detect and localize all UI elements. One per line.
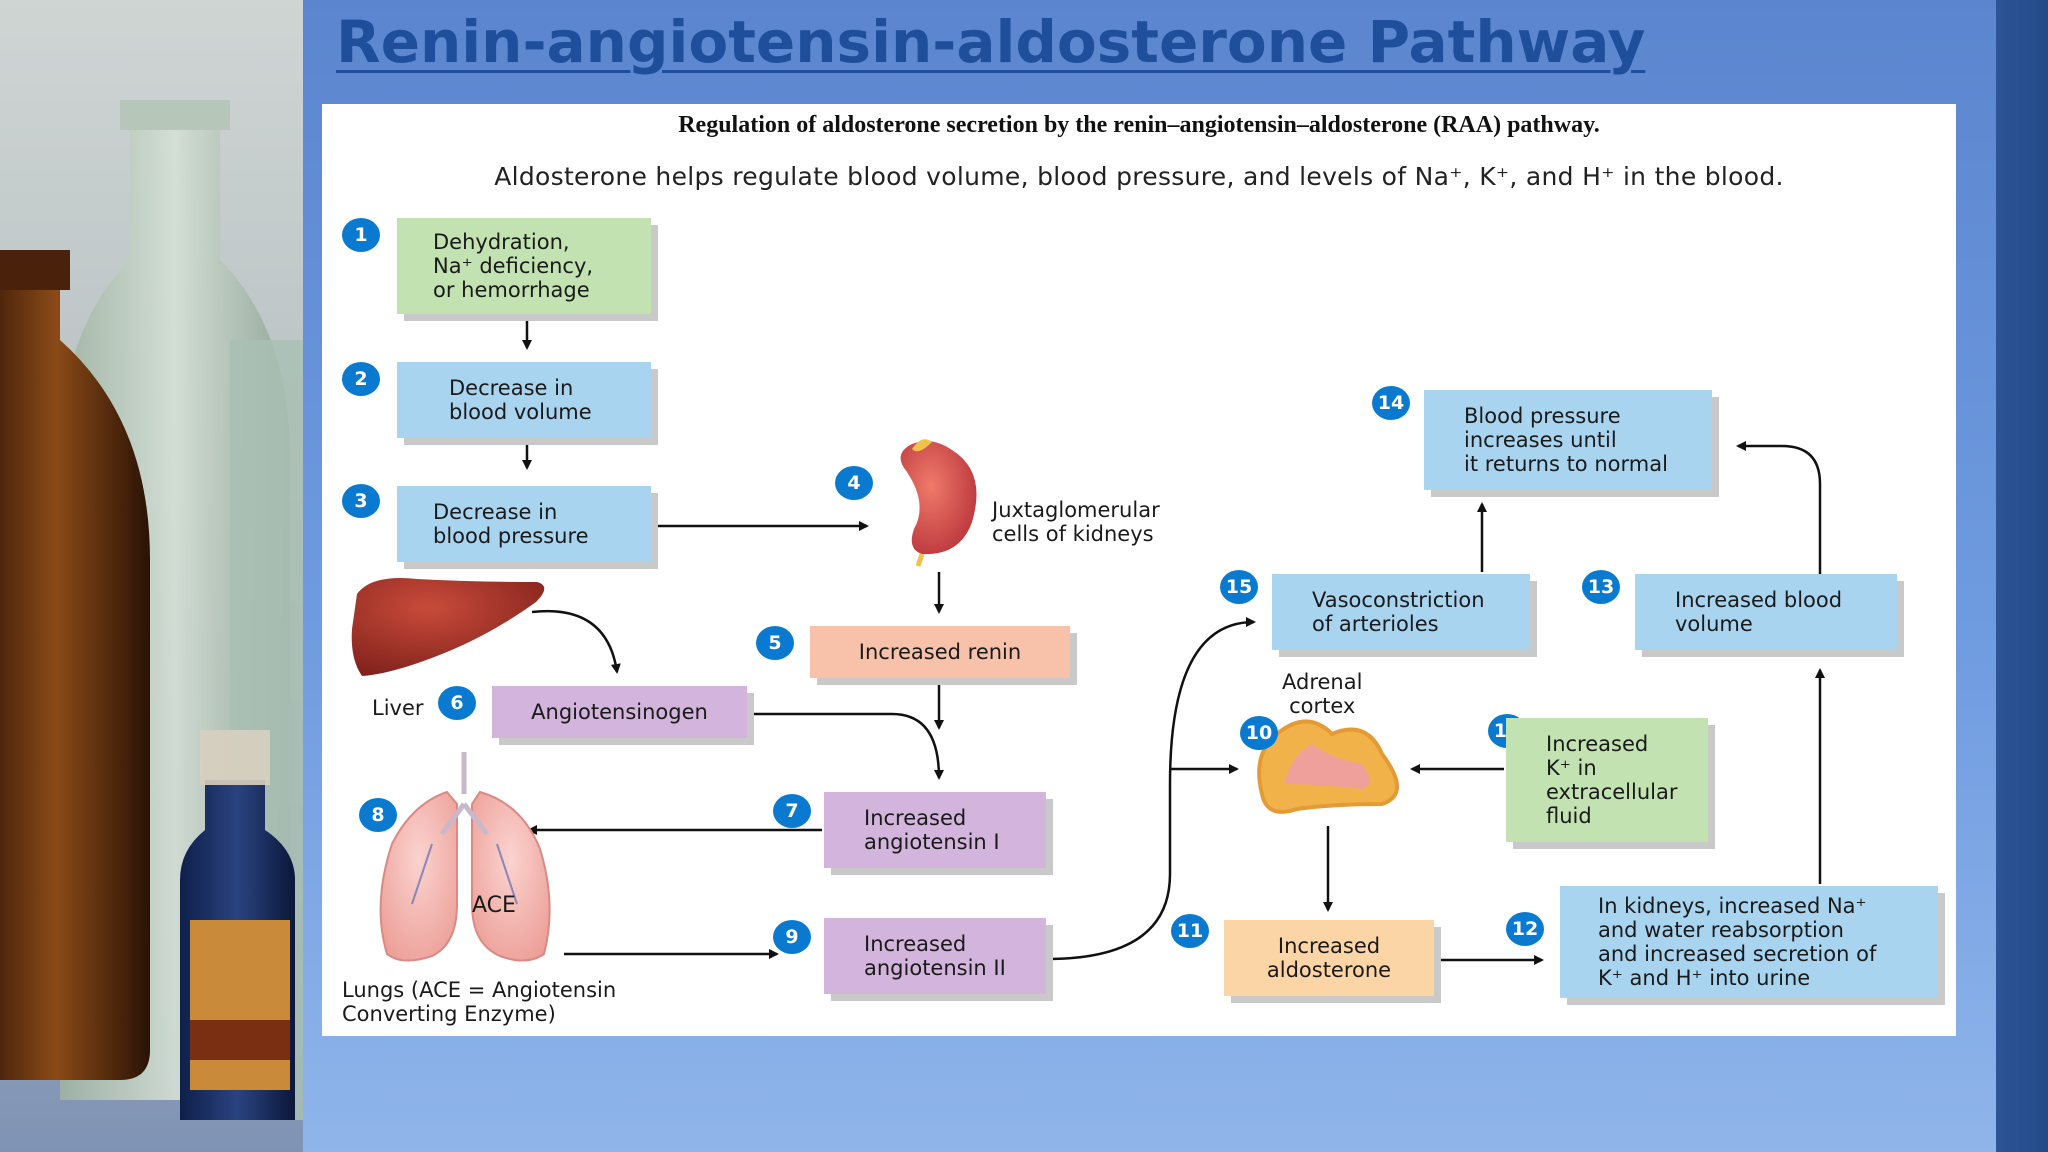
step-1-number: 1: [342, 218, 380, 252]
ace-label: ACE: [472, 893, 516, 918]
step-8-number: 8: [359, 798, 397, 832]
step-6-box: Angiotensinogen: [492, 686, 747, 738]
step-9-number: 9: [773, 920, 811, 954]
arrow-9-branch: [1046, 617, 1256, 961]
liver-label: Liver: [372, 696, 424, 720]
step-4-label: Juxtaglomerular cells of kidneys: [992, 498, 1160, 546]
figure-caption: Aldosterone helps regulate blood volume,…: [494, 162, 1784, 191]
step-12-box: In kidneys, increased Na⁺ and water reab…: [1560, 886, 1938, 998]
arrow-liver-to-6: [531, 609, 621, 674]
pathway-arrows: [351, 314, 1825, 965]
background-photo-bottles: [0, 0, 303, 1152]
liver-icon: [351, 578, 545, 676]
right-accent-strip: [1996, 0, 2048, 1152]
step-13-number: 13: [1582, 570, 1620, 604]
step-15-box: Vasoconstriction of arterioles: [1272, 574, 1530, 650]
step-14-box: Blood pressure increases until it return…: [1424, 390, 1712, 490]
step-13-box: Increased blood volume: [1635, 574, 1897, 650]
step-6-number: 6: [438, 686, 476, 720]
step-2-number: 2: [342, 362, 380, 396]
step-16-box: Increased K⁺ in extracellular fluid: [1506, 718, 1708, 842]
step-12-number: 12: [1506, 912, 1544, 946]
step-10-number: 10: [1240, 716, 1278, 750]
arrow-13-to-14: [1736, 441, 1822, 574]
step-14-number: 14: [1372, 386, 1410, 420]
step-3-box: Decrease in blood pressure: [397, 486, 651, 562]
step-4-number: 4: [835, 466, 873, 500]
step-10-label: Adrenal cortex: [1282, 670, 1363, 718]
raa-pathway-figure: Regulation of aldosterone secretion by t…: [322, 104, 1956, 1036]
adrenal-cortex-icon: [1257, 719, 1399, 814]
step-15-number: 15: [1220, 570, 1258, 604]
arrow-6-to-7: [747, 712, 944, 780]
step-7-box: Increased angiotensin I: [824, 792, 1046, 868]
step-11-number: 11: [1171, 914, 1209, 948]
slide-title: Renin-angiotensin-aldosterone Pathway: [336, 8, 1646, 76]
step-5-number: 5: [756, 626, 794, 660]
step-11-box: Increased aldosterone: [1224, 920, 1434, 996]
step-2-box: Decrease in blood volume: [397, 362, 651, 438]
kidney-icon: [900, 439, 977, 567]
lungs-icon: [379, 752, 551, 962]
step-8-label: Lungs (ACE = Angiotensin Converting Enzy…: [342, 978, 617, 1026]
step-3-number: 3: [342, 484, 380, 518]
figure-heading: Regulation of aldosterone secretion by t…: [678, 112, 1600, 138]
step-7-number: 7: [773, 794, 811, 828]
step-5-box: Increased renin: [810, 626, 1070, 678]
bottles-illustration: [0, 100, 303, 1120]
step-9-box: Increased angiotensin II: [824, 918, 1046, 994]
step-1-box: Dehydration, Na⁺ deficiency, or hemorrha…: [397, 218, 651, 314]
